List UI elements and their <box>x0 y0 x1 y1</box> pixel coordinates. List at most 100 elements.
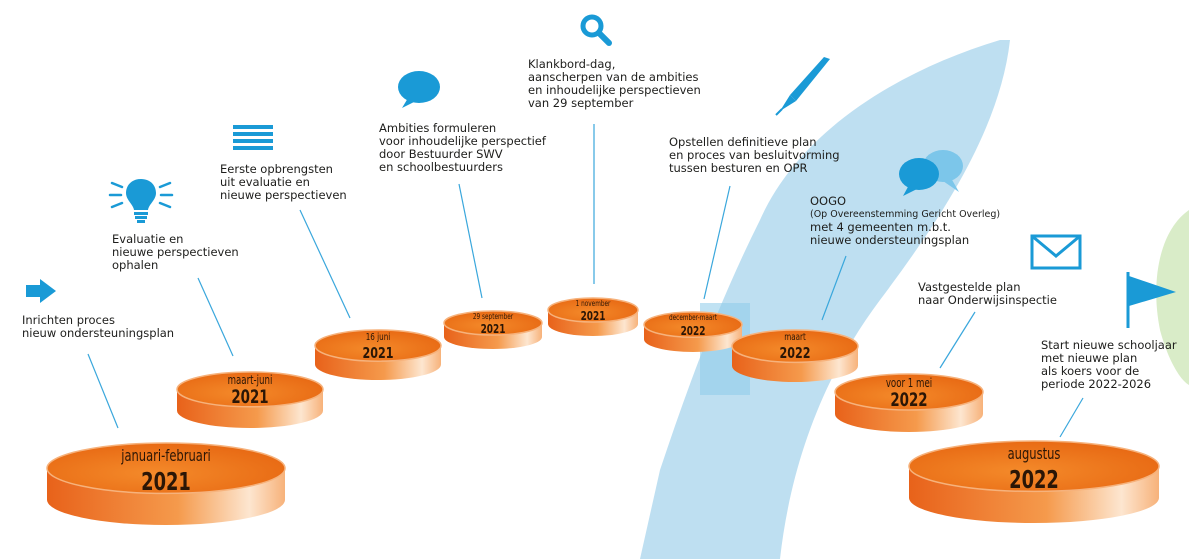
disc-top <box>46 442 286 495</box>
disc-period: december-maart <box>668 313 718 323</box>
disc-year: 2021 <box>580 308 606 323</box>
step-text-line: naar Onderwijsinspectie <box>918 293 1057 307</box>
step-text-line: OOGO <box>810 194 847 208</box>
disc-top <box>547 297 639 323</box>
step-5-text: Klankbord-dag, aanscherpen van de ambiti… <box>528 58 701 110</box>
disc-year: 2021 <box>480 321 506 336</box>
step-text-line: als koers voor de <box>1041 364 1140 378</box>
step-text-line: nieuwe ondersteuningsplan <box>810 233 970 247</box>
leader-line-7 <box>821 255 847 321</box>
leader-line-3 <box>299 209 351 319</box>
disc-year: 2022 <box>1009 464 1059 494</box>
disc-shape <box>314 329 442 380</box>
step-7-text: OOGO (Op Overeenstemming Gericht Overleg… <box>810 195 1000 247</box>
step-6-text: Opstellen definitieve plan en proces van… <box>669 136 840 175</box>
step-text-line: voor inhoudelijke perspectief <box>379 134 546 148</box>
chat-bubbles-icon <box>899 150 963 196</box>
step-text-line: Klankbord-dag, <box>528 57 616 71</box>
disc-top <box>176 371 324 408</box>
envelope-icon <box>1030 234 1082 270</box>
disc-year: 2021 <box>362 343 394 362</box>
arrow-right-icon <box>26 279 56 303</box>
leader-line-6 <box>703 185 731 300</box>
disc-top <box>314 329 442 362</box>
disc-period: maart-juni <box>227 373 273 388</box>
disc-shape <box>643 311 743 352</box>
timeline-disc-4: 29 september 2021 <box>443 310 543 350</box>
disc-top <box>834 373 984 411</box>
step-text-line: nieuwe perspectieven <box>112 245 239 259</box>
disc-period: 16 juni <box>365 331 391 343</box>
step-text-line: Eerste opbrengsten <box>220 162 333 176</box>
step-text-line: nieuwe perspectieven <box>220 188 347 202</box>
timeline-disc-6: december-maart 2022 <box>643 311 743 353</box>
timeline-disc-5: 1 november 2021 <box>547 297 639 337</box>
step-3-text: Eerste opbrengsten uit evaluatie en nieu… <box>220 163 347 202</box>
step-text-line: tussen besturen en OPR <box>669 161 808 175</box>
step-9-text: Start nieuwe schooljaar met nieuwe plan … <box>1041 339 1177 391</box>
step-text-line: aanscherpen van de ambities <box>528 70 699 84</box>
step-text-line: en schoolbestuurders <box>379 160 503 174</box>
disc-shape <box>731 329 859 382</box>
step-text-line: en proces van besluitvorming <box>669 148 840 162</box>
disc-period: maart <box>784 331 806 343</box>
disc-top <box>908 440 1160 493</box>
disc-period: 1 november <box>575 298 611 308</box>
step-8-text: Vastgestelde plan naar Onderwijsinspecti… <box>918 281 1057 307</box>
step-4-text: Ambities formuleren voor inhoudelijke pe… <box>379 122 546 174</box>
step-text-line: periode 2022-2026 <box>1041 377 1152 391</box>
green-blob <box>1156 210 1189 385</box>
timeline-disc-1: januari-februari 2021 <box>46 442 286 526</box>
step-text-line: Start nieuwe schooljaar <box>1041 338 1177 352</box>
step-text-line: en inhoudelijke perspectieven <box>528 83 701 97</box>
timeline-disc-3: 16 juni 2021 <box>314 329 442 381</box>
disc-period: januari-februari <box>121 445 211 465</box>
timeline-disc-9: augustus 2022 <box>908 440 1160 524</box>
step-text-line: met 4 gemeenten m.b.t. <box>810 220 951 234</box>
step-text-line: Ambities formuleren <box>379 121 497 135</box>
disc-year: 2022 <box>779 344 811 363</box>
speech-bubble-icon <box>398 71 440 108</box>
leader-line-8 <box>939 311 976 369</box>
step-text-line: Inrichten proces <box>22 313 115 327</box>
step-text-line: nieuw ondersteuningsplan <box>22 326 175 340</box>
step-2-text: Evaluatie en nieuwe perspectieven ophale… <box>112 233 239 272</box>
step-text-line: van 29 september <box>528 96 634 110</box>
disc-period: 29 september <box>472 311 514 321</box>
disc-period: voor 1 mei <box>885 375 933 390</box>
leader-line-1 <box>87 353 119 429</box>
disc-top <box>643 311 743 338</box>
disc-year: 2022 <box>890 390 928 411</box>
list-icon <box>233 125 273 150</box>
disc-shape <box>834 373 984 432</box>
timeline-disc-2: maart-juni 2021 <box>176 371 324 429</box>
disc-year: 2021 <box>141 466 191 496</box>
timeline-disc-7: maart 2022 <box>731 329 859 383</box>
disc-top <box>731 329 859 364</box>
step-text-line: met nieuwe plan <box>1041 351 1138 365</box>
disc-shape <box>443 310 543 349</box>
step-text-line: Opstellen definitieve plan <box>669 135 817 149</box>
leader-line-2 <box>197 277 234 357</box>
disc-shape <box>176 371 324 428</box>
pen-icon <box>775 57 830 116</box>
magnifier-icon <box>580 14 612 46</box>
timeline-disc-8: voor 1 mei 2022 <box>834 373 984 433</box>
disc-year: 2022 <box>680 322 706 338</box>
step-text-line: ophalen <box>112 258 159 272</box>
disc-top <box>443 310 543 336</box>
step-1-text: Inrichten proces nieuw ondersteuningspla… <box>22 314 174 340</box>
step-text-line: (Op Overeenstemming Gericht Overleg) <box>810 209 1001 220</box>
lightbulb-icon <box>108 179 174 223</box>
disc-period: augustus <box>1007 443 1061 463</box>
step-text-line: Evaluatie en <box>112 232 184 246</box>
step-text-line: door Bestuurder SWV <box>379 147 503 161</box>
step-text-line: Vastgestelde plan <box>918 280 1021 294</box>
disc-year: 2021 <box>231 387 269 409</box>
leader-line-9 <box>1059 397 1084 438</box>
leader-line-4 <box>458 183 483 299</box>
flag-icon <box>1126 272 1176 328</box>
disc-shape <box>908 440 1160 523</box>
disc-shape <box>547 297 639 336</box>
disc-shape <box>46 442 286 525</box>
